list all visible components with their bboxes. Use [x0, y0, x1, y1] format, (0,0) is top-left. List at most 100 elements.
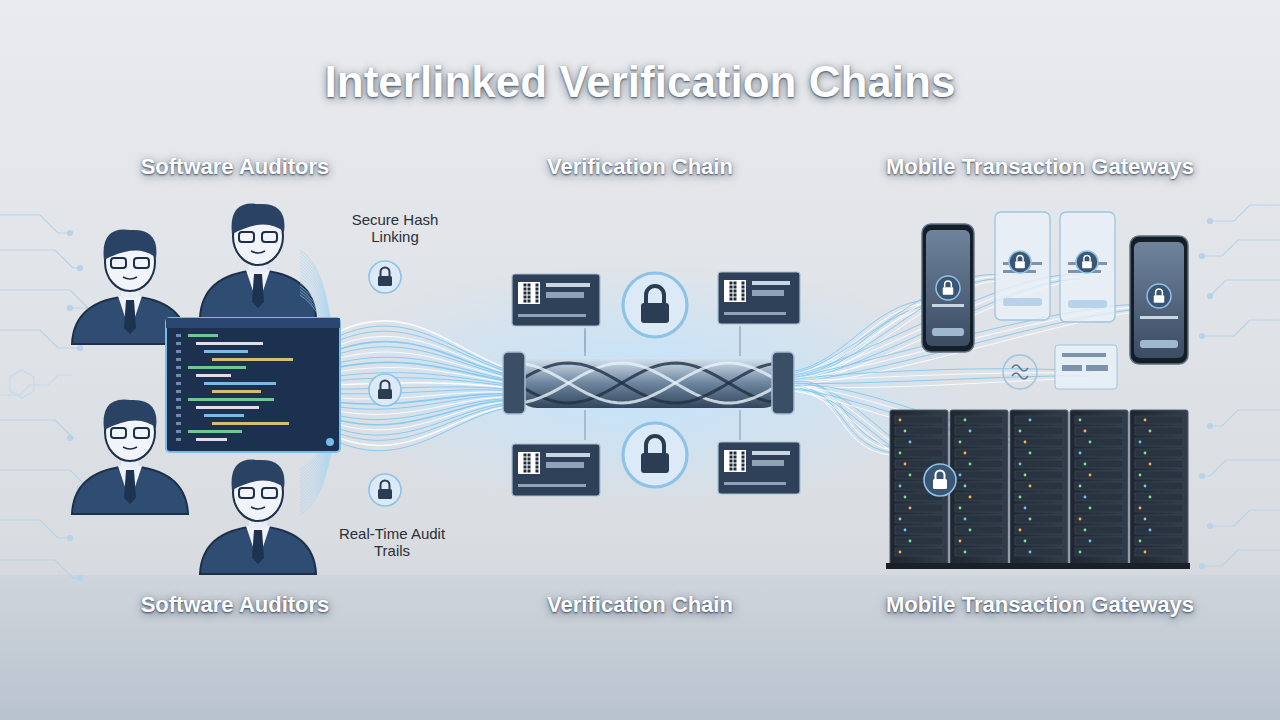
- ui-line: [1140, 316, 1178, 319]
- server-led: [904, 463, 907, 466]
- server-unit: [895, 438, 943, 446]
- code-line: [188, 398, 274, 401]
- lock-badge: [369, 374, 401, 406]
- server-unit: [1135, 449, 1183, 457]
- qr-code: [518, 282, 540, 304]
- lock-badge: [623, 273, 687, 337]
- qr-code: [734, 290, 737, 293]
- chain-body: [515, 358, 785, 408]
- server-unit: [895, 526, 943, 534]
- lock-shackle: [381, 481, 390, 490]
- code-panel: [166, 318, 340, 452]
- card-line: [546, 292, 584, 298]
- card-line: [546, 283, 590, 287]
- circuit-dot: [78, 576, 83, 581]
- line-number: [176, 414, 181, 417]
- tie: [252, 530, 264, 564]
- qr-code: [528, 300, 531, 303]
- server-unit: [1015, 504, 1063, 512]
- suit: [200, 270, 316, 318]
- auditor-figure: [200, 204, 316, 318]
- server-unit: [1015, 438, 1063, 446]
- server-led: [969, 430, 972, 433]
- ui-button: [932, 328, 964, 336]
- card-line: [724, 482, 786, 485]
- window-bar: [166, 318, 340, 328]
- server-led: [909, 507, 912, 510]
- qr-code: [734, 286, 737, 289]
- server-unit: [1015, 548, 1063, 556]
- server-unit: [1075, 493, 1123, 501]
- tie: [252, 274, 264, 308]
- qr-code: [536, 466, 539, 469]
- server-led: [899, 452, 902, 455]
- card-line: [546, 453, 590, 457]
- qr-code: [524, 454, 527, 457]
- phone-screen: [926, 230, 970, 346]
- suit: [200, 526, 316, 574]
- card-line: [724, 312, 786, 315]
- lock-shackle: [646, 286, 664, 303]
- server-led: [969, 496, 972, 499]
- braid-strand: [515, 363, 785, 403]
- mouth: [123, 447, 137, 449]
- column-heading: Verification Chain: [547, 592, 733, 617]
- server-rack: [1070, 410, 1128, 565]
- server-led: [899, 419, 902, 422]
- server-unit: [1015, 471, 1063, 479]
- column-heading: Mobile Transaction Gateways: [886, 592, 1194, 617]
- qr-code: [524, 470, 527, 473]
- ui-line: [932, 304, 964, 307]
- qr-code: [528, 466, 531, 469]
- code-line: [204, 350, 248, 353]
- card-line: [518, 314, 586, 317]
- server-unit: [895, 416, 943, 424]
- server-unit: [1135, 460, 1183, 468]
- server-led: [964, 419, 967, 422]
- line-number: [176, 350, 181, 353]
- lock-badge: [369, 261, 401, 293]
- server-led: [1084, 430, 1087, 433]
- qr-code: [724, 280, 746, 302]
- server-unit: [955, 515, 1003, 523]
- lock-body: [943, 287, 954, 295]
- server-unit: [955, 438, 1003, 446]
- qr-code: [734, 460, 737, 463]
- server-unit: [955, 537, 1003, 545]
- qr-code: [730, 468, 733, 471]
- qr-code: [724, 450, 746, 472]
- card-line: [518, 484, 586, 487]
- hair: [104, 230, 157, 260]
- lock-badge: [924, 464, 956, 496]
- server-rack: [950, 410, 1008, 565]
- code-line: [204, 414, 244, 417]
- server-unit: [1135, 427, 1183, 435]
- server-led: [1079, 551, 1082, 554]
- server-unit: [1135, 471, 1183, 479]
- qr-code: [524, 284, 527, 287]
- hair: [232, 460, 285, 490]
- lock-body: [641, 453, 669, 473]
- qr-code: [734, 452, 737, 455]
- mouth: [123, 277, 137, 279]
- card-line: [752, 290, 784, 296]
- server-led: [964, 452, 967, 455]
- circuit-line: [1202, 320, 1280, 336]
- circuit-dot: [1200, 254, 1205, 259]
- glasses: [239, 232, 254, 242]
- code-line: [188, 366, 246, 369]
- ui-line: [1062, 353, 1106, 357]
- status-dot: [326, 438, 334, 446]
- line-number: [176, 342, 181, 345]
- server-unit: [1015, 537, 1063, 545]
- server-unit: [1015, 515, 1063, 523]
- server-unit: [1135, 493, 1183, 501]
- qr-code: [536, 300, 539, 303]
- server-led: [1079, 452, 1082, 455]
- server-led: [904, 430, 907, 433]
- phone-body: [1130, 236, 1188, 364]
- qr-code: [730, 286, 733, 289]
- qr-code: [536, 284, 539, 287]
- server-unit: [955, 548, 1003, 556]
- server-unit: [1015, 427, 1063, 435]
